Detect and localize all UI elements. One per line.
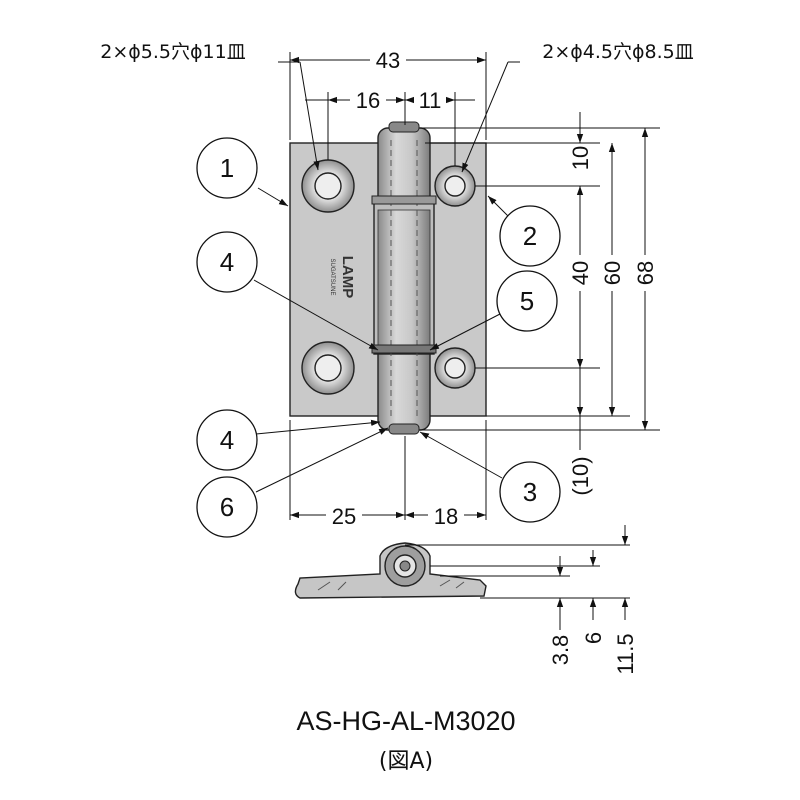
svg-text:LAMP: LAMP (339, 256, 356, 299)
svg-text:1: 1 (220, 153, 234, 183)
side-view-dimension-labels: 3.8 6 11.5 (548, 632, 638, 675)
callout-4-bottom: 4 (196, 409, 258, 471)
dim-pin-to-right-hole: 11 (419, 88, 442, 113)
callout-5: 5 (496, 270, 558, 332)
callout-2: 2 (499, 205, 561, 267)
dim-overall-width: 43 (376, 48, 400, 73)
dim-left-leaf-width: 25 (332, 504, 356, 529)
dimension-labels: 43 16 11 10 40 60 68 (10) 25 18 2×ϕ5.5穴ϕ… (100, 41, 694, 529)
figure-label: (図A) (379, 749, 433, 774)
svg-text:SUGATSUNE: SUGATSUNE (329, 259, 335, 296)
right-hole-note: 2×ϕ4.5穴ϕ8.5皿 (542, 41, 694, 63)
svg-text:4: 4 (220, 247, 234, 277)
dim-knuckle-center: 6 (581, 632, 606, 644)
right-top-hole (434, 165, 476, 207)
callout-6: 6 (196, 476, 258, 538)
dim-left-hole-to-pin: 16 (356, 88, 380, 113)
dim-plate-thickness: 3.8 (548, 635, 573, 666)
left-top-hole (301, 159, 355, 213)
hinge-front-view: LAMP SUGATSUNE (289, 121, 487, 435)
dim-hole-pitch: 40 (568, 261, 593, 285)
right-bottom-hole (434, 347, 476, 389)
dim-top-edge-to-hole: 10 (568, 146, 593, 170)
hinge-side-view (294, 542, 487, 599)
dim-overall-height: 68 (633, 261, 658, 285)
callout-bubbles: 1 2 4 5 4 6 3 (196, 137, 561, 538)
model-number: AS-HG-AL-M3020 (296, 706, 515, 736)
svg-text:4: 4 (220, 425, 234, 455)
svg-text:3: 3 (523, 477, 537, 507)
dim-bottom-ref: (10) (568, 456, 593, 495)
brand-logo: LAMP SUGATSUNE (329, 256, 356, 299)
svg-text:5: 5 (520, 286, 534, 316)
callout-4-top: 4 (196, 231, 258, 293)
leader-lines (253, 61, 520, 493)
dim-right-leaf-width: 18 (434, 504, 458, 529)
dim-leaf-height: 60 (600, 261, 625, 285)
callout-3: 3 (499, 461, 561, 523)
side-view-dimensions (405, 525, 630, 630)
svg-text:2: 2 (523, 221, 537, 251)
extension-lines (289, 52, 660, 520)
left-hole-note: 2×ϕ5.5穴ϕ11皿 (100, 41, 245, 63)
dim-knuckle-height: 11.5 (613, 633, 638, 674)
callout-1: 1 (196, 137, 258, 199)
left-bottom-hole (301, 341, 355, 395)
svg-text:6: 6 (220, 492, 234, 522)
